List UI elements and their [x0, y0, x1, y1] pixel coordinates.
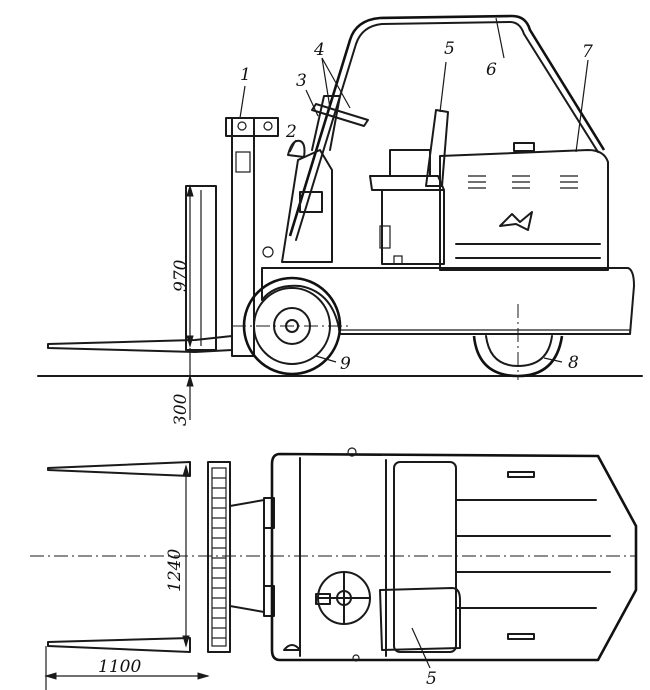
callout-2: 2 — [285, 122, 297, 142]
callout-7: 7 — [582, 42, 593, 62]
carriage-top — [207, 461, 275, 653]
side-view: 1 2 3 4 5 6 7 8 9 970 300 — [37, 14, 643, 426]
length-dimension — [44, 646, 210, 690]
front-wheel — [232, 276, 352, 376]
steering-wheel-top — [315, 571, 371, 625]
callout-1: 1 — [240, 65, 251, 85]
chassis-side — [261, 225, 635, 335]
fork-top-lower — [47, 637, 191, 653]
rear-wheel — [472, 304, 564, 380]
callout-3: 3 — [296, 71, 307, 91]
callout-5: 5 — [444, 39, 455, 59]
seat-top — [379, 587, 461, 651]
callout-9: 9 — [340, 354, 351, 374]
top-view: 5 1240 1100 — [30, 447, 638, 690]
fork-side — [47, 185, 233, 353]
callout-4: 4 — [313, 40, 325, 60]
body-top — [270, 452, 638, 662]
dimension-1240: 1240 — [165, 549, 185, 592]
dimension-970: 970 — [171, 259, 191, 292]
overhead-guard — [288, 14, 606, 237]
height-dimension — [186, 184, 194, 420]
steering-column — [281, 95, 369, 263]
fork-top-upper — [47, 461, 191, 477]
seat-side — [369, 109, 449, 265]
dimension-300: 300 — [171, 393, 191, 426]
callout-6: 6 — [486, 60, 497, 80]
dimension-1100: 1100 — [98, 657, 141, 677]
hood-slats — [455, 471, 611, 640]
callout-8: 8 — [568, 353, 579, 373]
width-dimension — [182, 464, 190, 648]
callout-5-top: 5 — [426, 669, 437, 689]
mast-side — [225, 117, 279, 357]
engine-hood — [439, 142, 609, 271]
leader-lines — [239, 17, 589, 363]
